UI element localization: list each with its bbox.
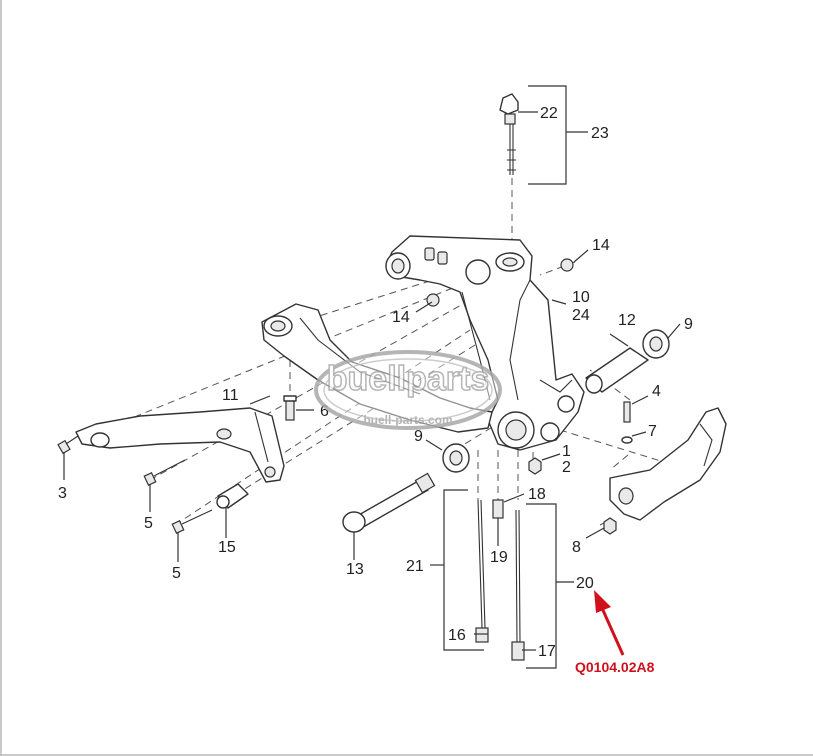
callout-3: 3 — [58, 485, 67, 502]
nut-part — [603, 517, 617, 535]
callout-8: 8 — [572, 539, 581, 556]
callout-23: 23 — [591, 125, 609, 142]
callout-21: 21 — [406, 558, 424, 575]
bracket-plate-part — [75, 407, 285, 483]
callout-19: 19 — [490, 549, 508, 566]
callout-5-bottom: 5 — [172, 565, 181, 582]
callout-17: 17 — [538, 643, 556, 660]
red-arrow-icon — [594, 590, 625, 656]
dipstick-cap-part — [499, 93, 519, 175]
callout-labels: 22 23 14 14 10 24 12 9 11 6 4 7 9 1 2 3 … — [58, 105, 693, 660]
callout-20: 20 — [576, 575, 594, 592]
callout-18: 18 — [528, 486, 546, 503]
swingarm-main-part — [385, 235, 585, 451]
callout-15: 15 — [218, 539, 236, 556]
callout-10: 10 — [572, 289, 590, 306]
callout-2: 2 — [562, 459, 571, 476]
callout-14-left: 14 — [392, 309, 410, 326]
leader-lines — [63, 85, 681, 669]
callout-13: 13 — [346, 561, 364, 578]
cap-parts — [426, 258, 574, 307]
callout-1: 1 — [562, 443, 571, 460]
watermark: buellparts buell-parts.com — [314, 350, 502, 430]
bolt-six-part — [283, 395, 297, 421]
watermark-url: buell-parts.com — [363, 413, 452, 427]
callout-9-right: 9 — [684, 316, 693, 333]
bearing-part — [442, 443, 470, 473]
callout-14-top: 14 — [592, 237, 610, 254]
callout-12: 12 — [618, 312, 636, 329]
callout-7: 7 — [648, 423, 657, 440]
callout-9-left: 9 — [414, 428, 423, 445]
rod-parts — [475, 499, 525, 661]
reference-code: Q0104.02A8 — [575, 659, 655, 675]
callout-11: 11 — [222, 387, 239, 404]
side-bracket-part — [609, 407, 727, 521]
shaft-part — [342, 472, 436, 533]
bolt-parts — [57, 435, 213, 535]
bushing-part — [216, 483, 249, 509]
watermark-brand: buellparts — [327, 360, 489, 398]
callout-6: 6 — [320, 403, 329, 420]
bolt-four-part — [621, 401, 633, 444]
callout-22: 22 — [540, 105, 558, 122]
small-bolt-parts — [528, 457, 542, 475]
sleeve-part — [585, 329, 670, 394]
callout-5-top: 5 — [144, 515, 153, 532]
callout-24: 24 — [572, 307, 590, 324]
callout-16: 16 — [448, 627, 466, 644]
callout-4: 4 — [652, 383, 661, 400]
lower-link-arm-part — [261, 303, 493, 433]
